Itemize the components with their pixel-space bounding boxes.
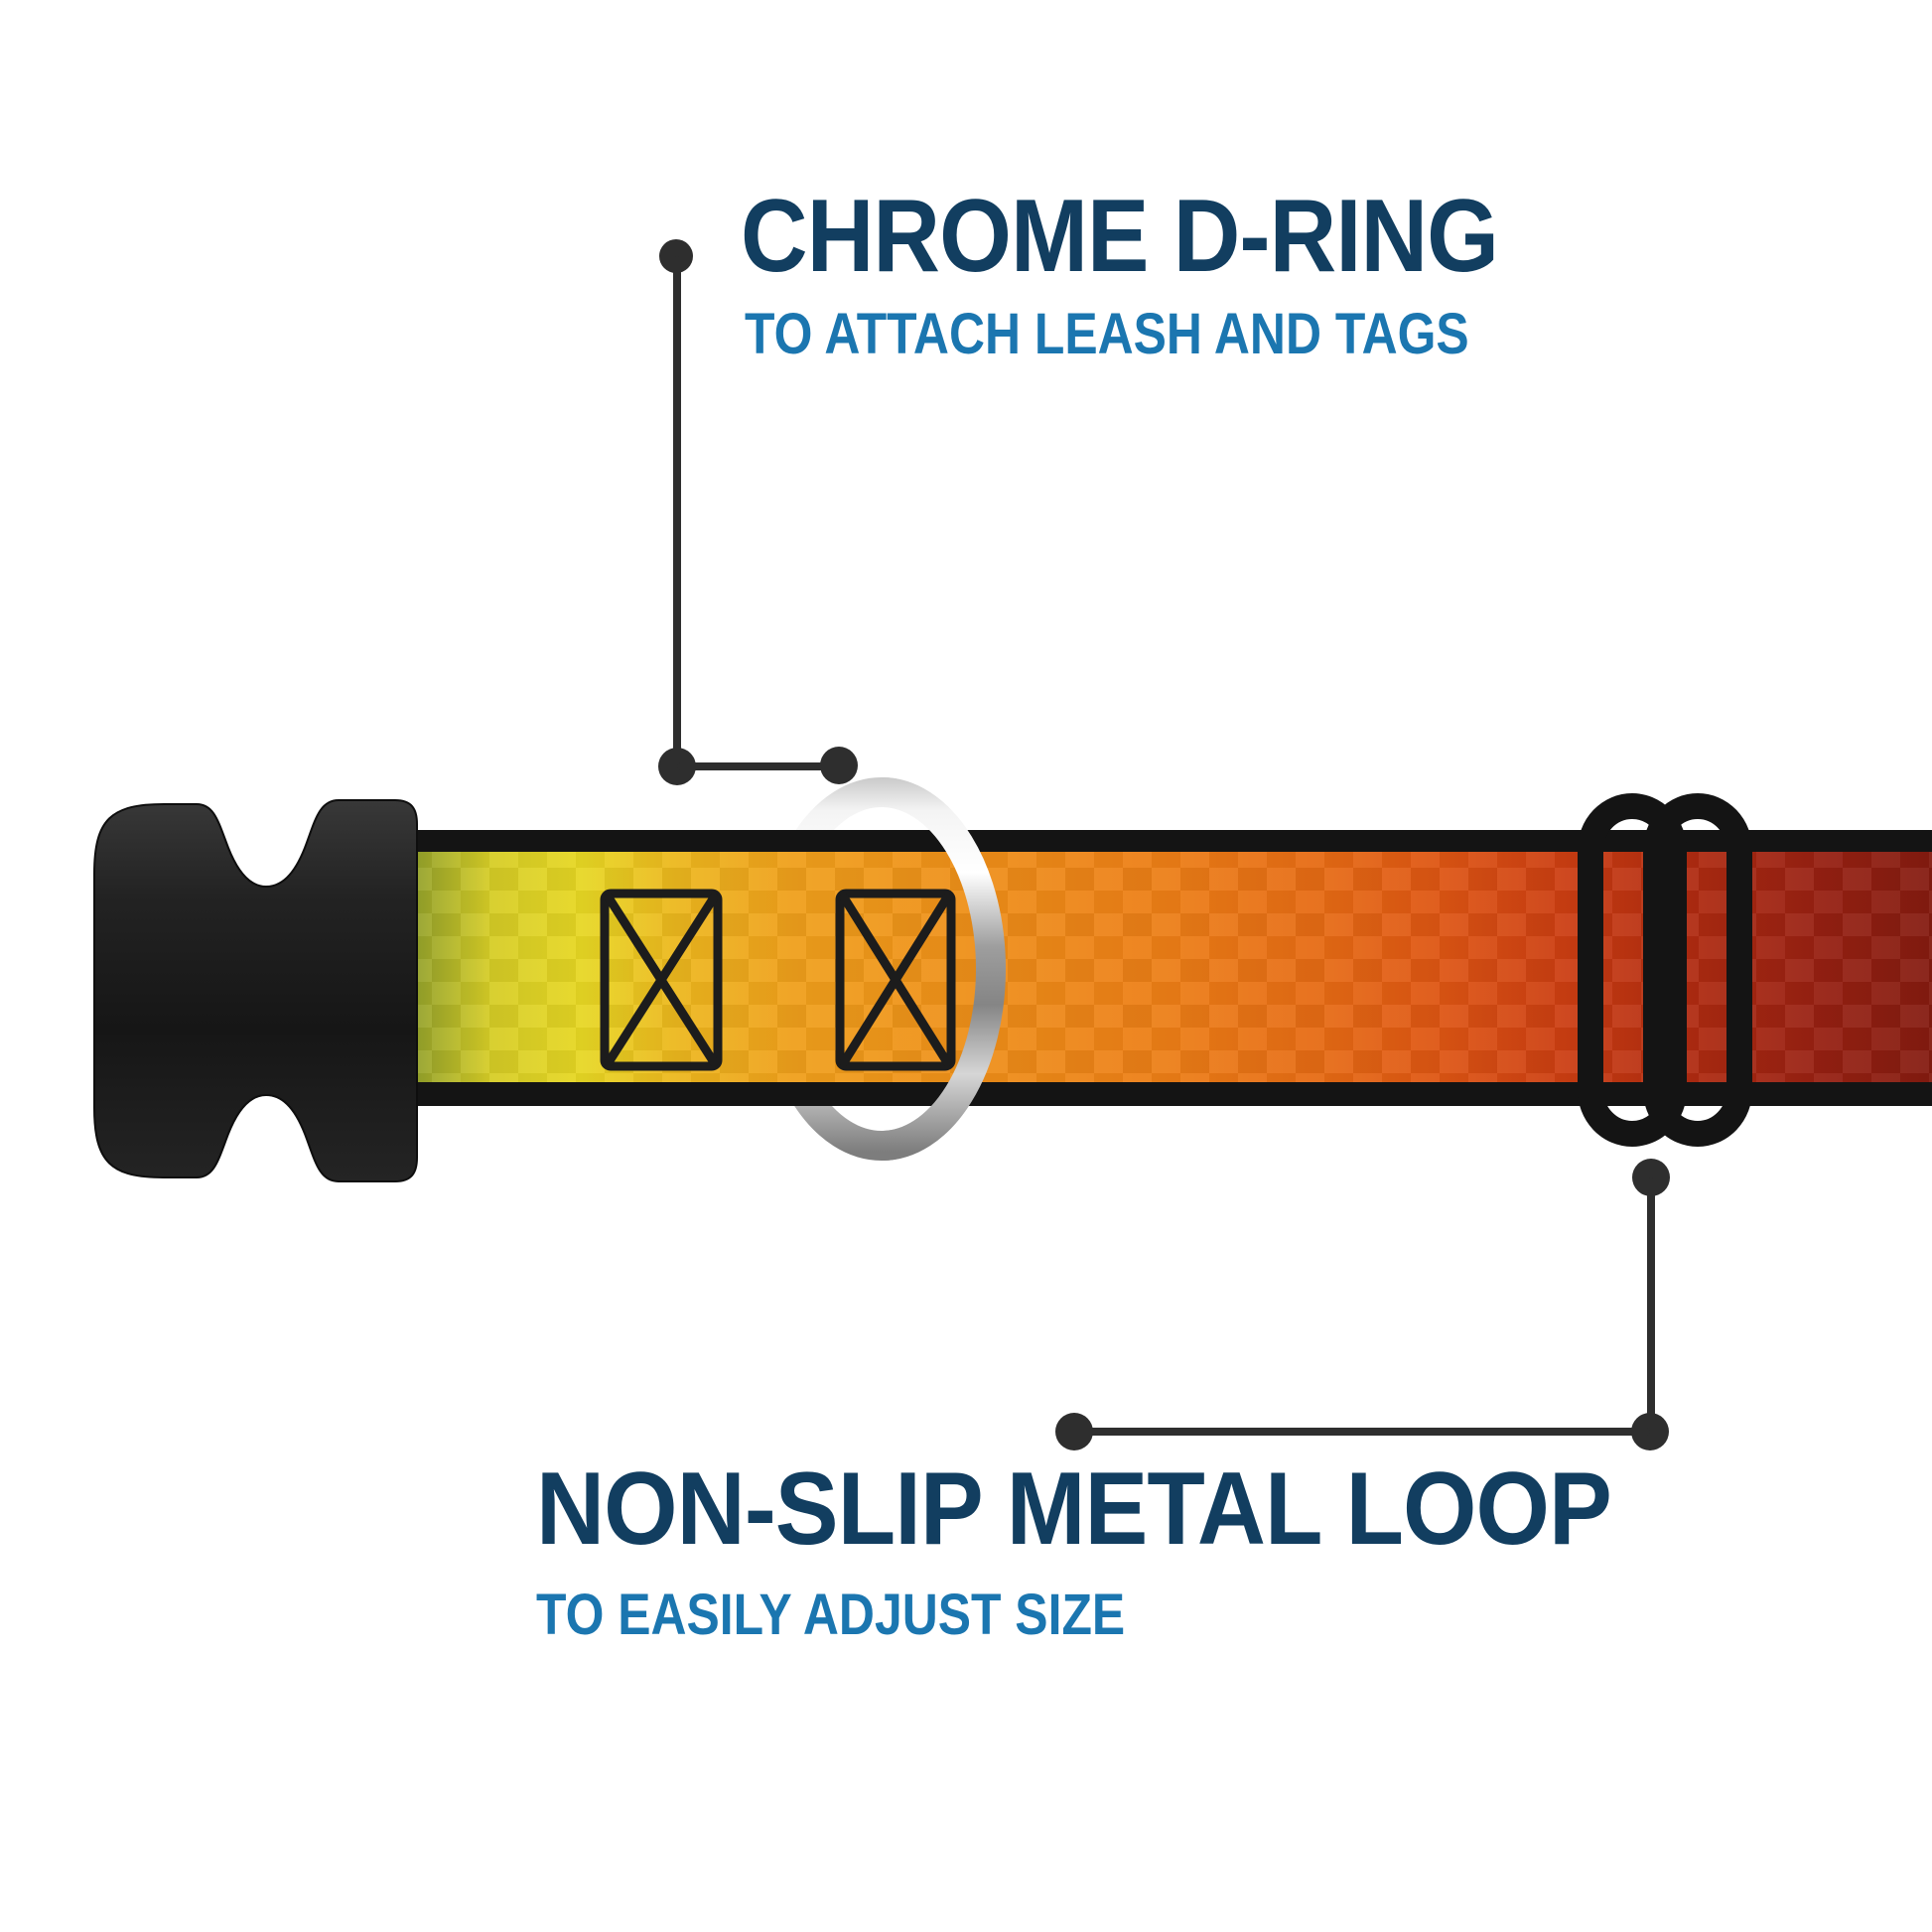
d-ring-icon-front xyxy=(884,777,1006,1161)
buckle-icon xyxy=(93,799,418,1182)
callout-line-vertical xyxy=(673,256,681,766)
stitch-x-left xyxy=(604,893,719,1067)
callout-line-horizontal xyxy=(677,762,839,770)
callout-line-vertical xyxy=(1647,1177,1655,1432)
callout-dot xyxy=(820,747,858,784)
metal-loop-subtitle: TO EASILY ADJUST SIZE xyxy=(536,1583,1126,1647)
webbing-bottom-edge xyxy=(415,1082,1932,1106)
webbing-strap xyxy=(415,830,1932,1106)
stitch-box-left xyxy=(600,889,723,1071)
stitch-boxes xyxy=(600,889,956,1071)
callout-dot xyxy=(1055,1413,1093,1450)
stitch-box-right xyxy=(835,889,956,1071)
d-ring-subtitle: TO ATTACH LEASH AND TAGS xyxy=(745,302,1469,366)
stitch-x-right xyxy=(839,893,952,1067)
webbing-top-edge xyxy=(415,830,1932,852)
d-ring-title: CHROME D-RING xyxy=(741,179,1499,294)
slider-right-lobe xyxy=(1643,793,1752,1147)
slider-left-lobe xyxy=(1578,793,1687,1147)
callout-line-horizontal xyxy=(1074,1428,1650,1436)
metal-loop-title: NON-SLIP METAL LOOP xyxy=(536,1451,1612,1567)
slider-loop-icon xyxy=(1578,793,1752,1147)
